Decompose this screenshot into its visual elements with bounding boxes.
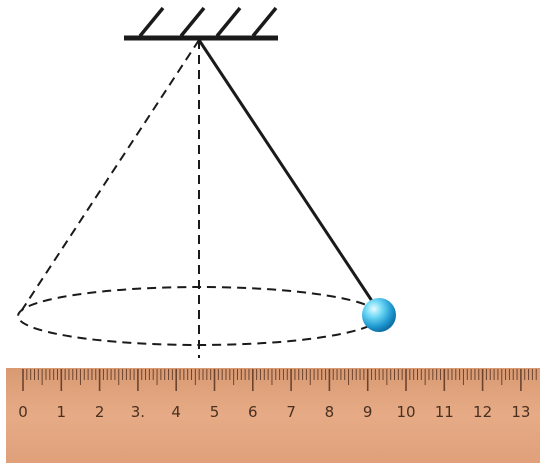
ruler-tick-label: 7	[286, 403, 296, 421]
ruler-tick-label: 1	[57, 403, 67, 421]
ruler-tick-label: 11	[435, 403, 454, 421]
ruler-tick-label: 13	[511, 403, 530, 421]
ruler-tick-label: 0	[18, 403, 28, 421]
cone-outline	[17, 39, 381, 358]
ruler-tick-label: 4	[171, 403, 181, 421]
ruler-ticks	[22, 369, 537, 391]
ruler-tick-label: 10	[396, 403, 415, 421]
ceiling-hatch	[215, 6, 242, 38]
ruler-tick-label: 12	[473, 403, 492, 421]
cone-left-edge	[17, 39, 200, 317]
pendulum-string	[197, 39, 376, 305]
ruler-tick-label: 9	[363, 403, 373, 421]
ruler-tick-label: 5	[210, 403, 220, 421]
ruler-body	[6, 368, 540, 463]
ruler-tick-label: 3.	[131, 403, 145, 421]
ruler-tick-label: 6	[248, 403, 258, 421]
ceiling-hatch	[138, 6, 165, 38]
pendulum-bob	[362, 298, 396, 332]
ceiling-hatch	[251, 6, 278, 38]
ruler-tick-label: 8	[325, 403, 335, 421]
ceiling-support	[124, 6, 278, 41]
ceiling-hatch	[179, 6, 206, 38]
ruler-tick-label: 2	[95, 403, 105, 421]
